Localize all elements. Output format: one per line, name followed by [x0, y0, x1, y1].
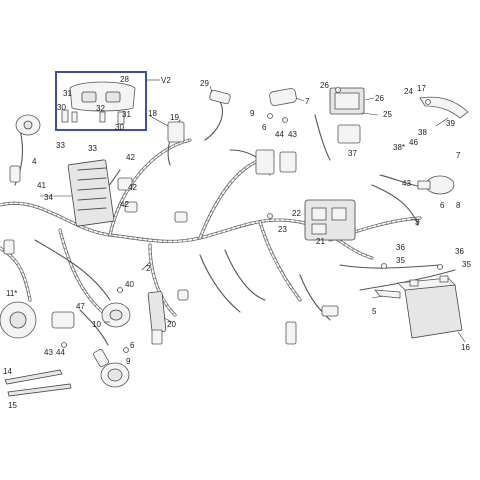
callout-4: 4	[32, 157, 37, 166]
callout-11-star: 11*	[6, 289, 17, 298]
gauge-left	[81, 91, 97, 103]
front-turn-signal[interactable]	[93, 348, 130, 388]
leader-lines	[40, 79, 466, 343]
callout-6-top: 6	[262, 123, 267, 132]
callout-43-bottom: 43	[44, 348, 53, 357]
rectifier-module[interactable]	[67, 159, 115, 227]
callout-35-left: 35	[396, 256, 405, 265]
ignition-coil[interactable]	[147, 291, 167, 345]
callout-14: 14	[3, 367, 12, 376]
horn[interactable]	[101, 302, 131, 328]
callout-6-bottom: 6	[130, 341, 135, 350]
callout-38-star: 38*	[393, 143, 405, 152]
instrument-cluster[interactable]	[69, 81, 136, 112]
main-wiring-harness	[0, 138, 422, 320]
callout-23: 23	[278, 225, 287, 234]
connector-19[interactable]	[167, 121, 185, 143]
callout-24: 24	[404, 87, 413, 96]
cable-ties[interactable]	[4, 369, 72, 397]
callout-36-right: 36	[455, 247, 464, 256]
callout-36-left: 36	[396, 243, 405, 252]
sensor-lower-right[interactable]	[321, 305, 339, 317]
battery[interactable]	[397, 275, 463, 339]
terminal-bolts	[61, 87, 443, 353]
callout-20: 20	[167, 320, 176, 329]
callout-2: 2	[146, 264, 151, 273]
callout-9-top: 9	[250, 109, 255, 118]
callout-labels: 28 31 30 32 31 30 V2 29 18 19 9 7 6 44 4…	[3, 75, 471, 410]
bulb-left	[71, 111, 78, 123]
callout-26-left: 26	[320, 81, 329, 90]
instrument-cluster-group[interactable]	[55, 71, 147, 131]
callout-29: 29	[200, 79, 209, 88]
callout-44-top: 44	[275, 130, 284, 139]
callout-18: 18	[148, 109, 157, 118]
callout-28: 28	[120, 75, 129, 84]
callout-42-top: 42	[126, 153, 135, 162]
stator-left[interactable]	[0, 301, 37, 339]
callout-17: 17	[417, 84, 426, 93]
callout-39: 39	[446, 119, 455, 128]
callout-33-right: 33	[88, 144, 97, 153]
callout-33-left: 33	[56, 141, 65, 150]
turn-signal-rear[interactable]	[417, 175, 455, 195]
callout-43-right: 43	[402, 179, 411, 188]
callout-34: 34	[44, 193, 53, 202]
callout-41: 41	[37, 181, 46, 190]
callout-8: 8	[456, 201, 461, 210]
callout-16: 16	[461, 343, 470, 352]
regulator-plug[interactable]	[337, 124, 361, 144]
callout-19: 19	[170, 113, 179, 122]
callout-3: 3	[415, 218, 420, 227]
callout-40: 40	[125, 280, 134, 289]
callout-22: 22	[292, 209, 301, 218]
connector-7-top[interactable]	[269, 88, 297, 106]
bulb-holder-right	[117, 111, 125, 125]
callout-42-mid: 42	[128, 183, 137, 192]
battery-bracket[interactable]	[374, 289, 401, 299]
callout-38: 38	[418, 128, 427, 137]
connector-180[interactable]	[174, 211, 189, 301]
callout-35-right: 35	[462, 260, 471, 269]
callout-42-low: 42	[120, 200, 129, 209]
callout-37: 37	[348, 149, 357, 158]
callout-10: 10	[92, 320, 101, 329]
connector-42[interactable]	[117, 177, 138, 213]
callout-26-right: 26	[375, 94, 384, 103]
callout-31-left: 31	[63, 89, 72, 98]
bulb-holder-left	[61, 109, 69, 123]
horn-bracket[interactable]	[419, 96, 469, 119]
connector-29[interactable]	[209, 89, 231, 105]
fuse-holder[interactable]	[51, 311, 75, 329]
callout-32: 32	[96, 104, 105, 113]
callout-25: 25	[383, 110, 392, 119]
relay-block[interactable]	[304, 199, 356, 241]
callout-21: 21	[316, 237, 325, 246]
callout-46: 46	[409, 138, 418, 147]
callout-v2: V2	[161, 76, 171, 85]
callout-7-right: 7	[456, 151, 461, 160]
bulb-center	[99, 111, 106, 123]
callout-31-right: 31	[122, 110, 131, 119]
connector-panel-center[interactable]	[255, 149, 297, 175]
fuse-clip-left[interactable]	[3, 165, 21, 255]
callout-43-top: 43	[288, 130, 297, 139]
headlight-switch[interactable]	[15, 114, 41, 136]
gauge-right	[105, 91, 121, 103]
ecu-module[interactable]	[329, 87, 365, 115]
sensor-lower-center[interactable]	[285, 321, 297, 345]
callout-7-top: 7	[305, 97, 310, 106]
callout-6-right: 6	[440, 201, 445, 210]
callout-30-right: 30	[115, 123, 124, 132]
callout-5: 5	[372, 307, 377, 316]
callout-9-bottom: 9	[126, 357, 131, 366]
callout-30-left: 30	[57, 103, 66, 112]
highlight-box	[55, 71, 147, 131]
callout-47: 47	[76, 302, 85, 311]
callout-44-bottom: 44	[56, 348, 65, 357]
callout-15: 15	[8, 401, 17, 410]
